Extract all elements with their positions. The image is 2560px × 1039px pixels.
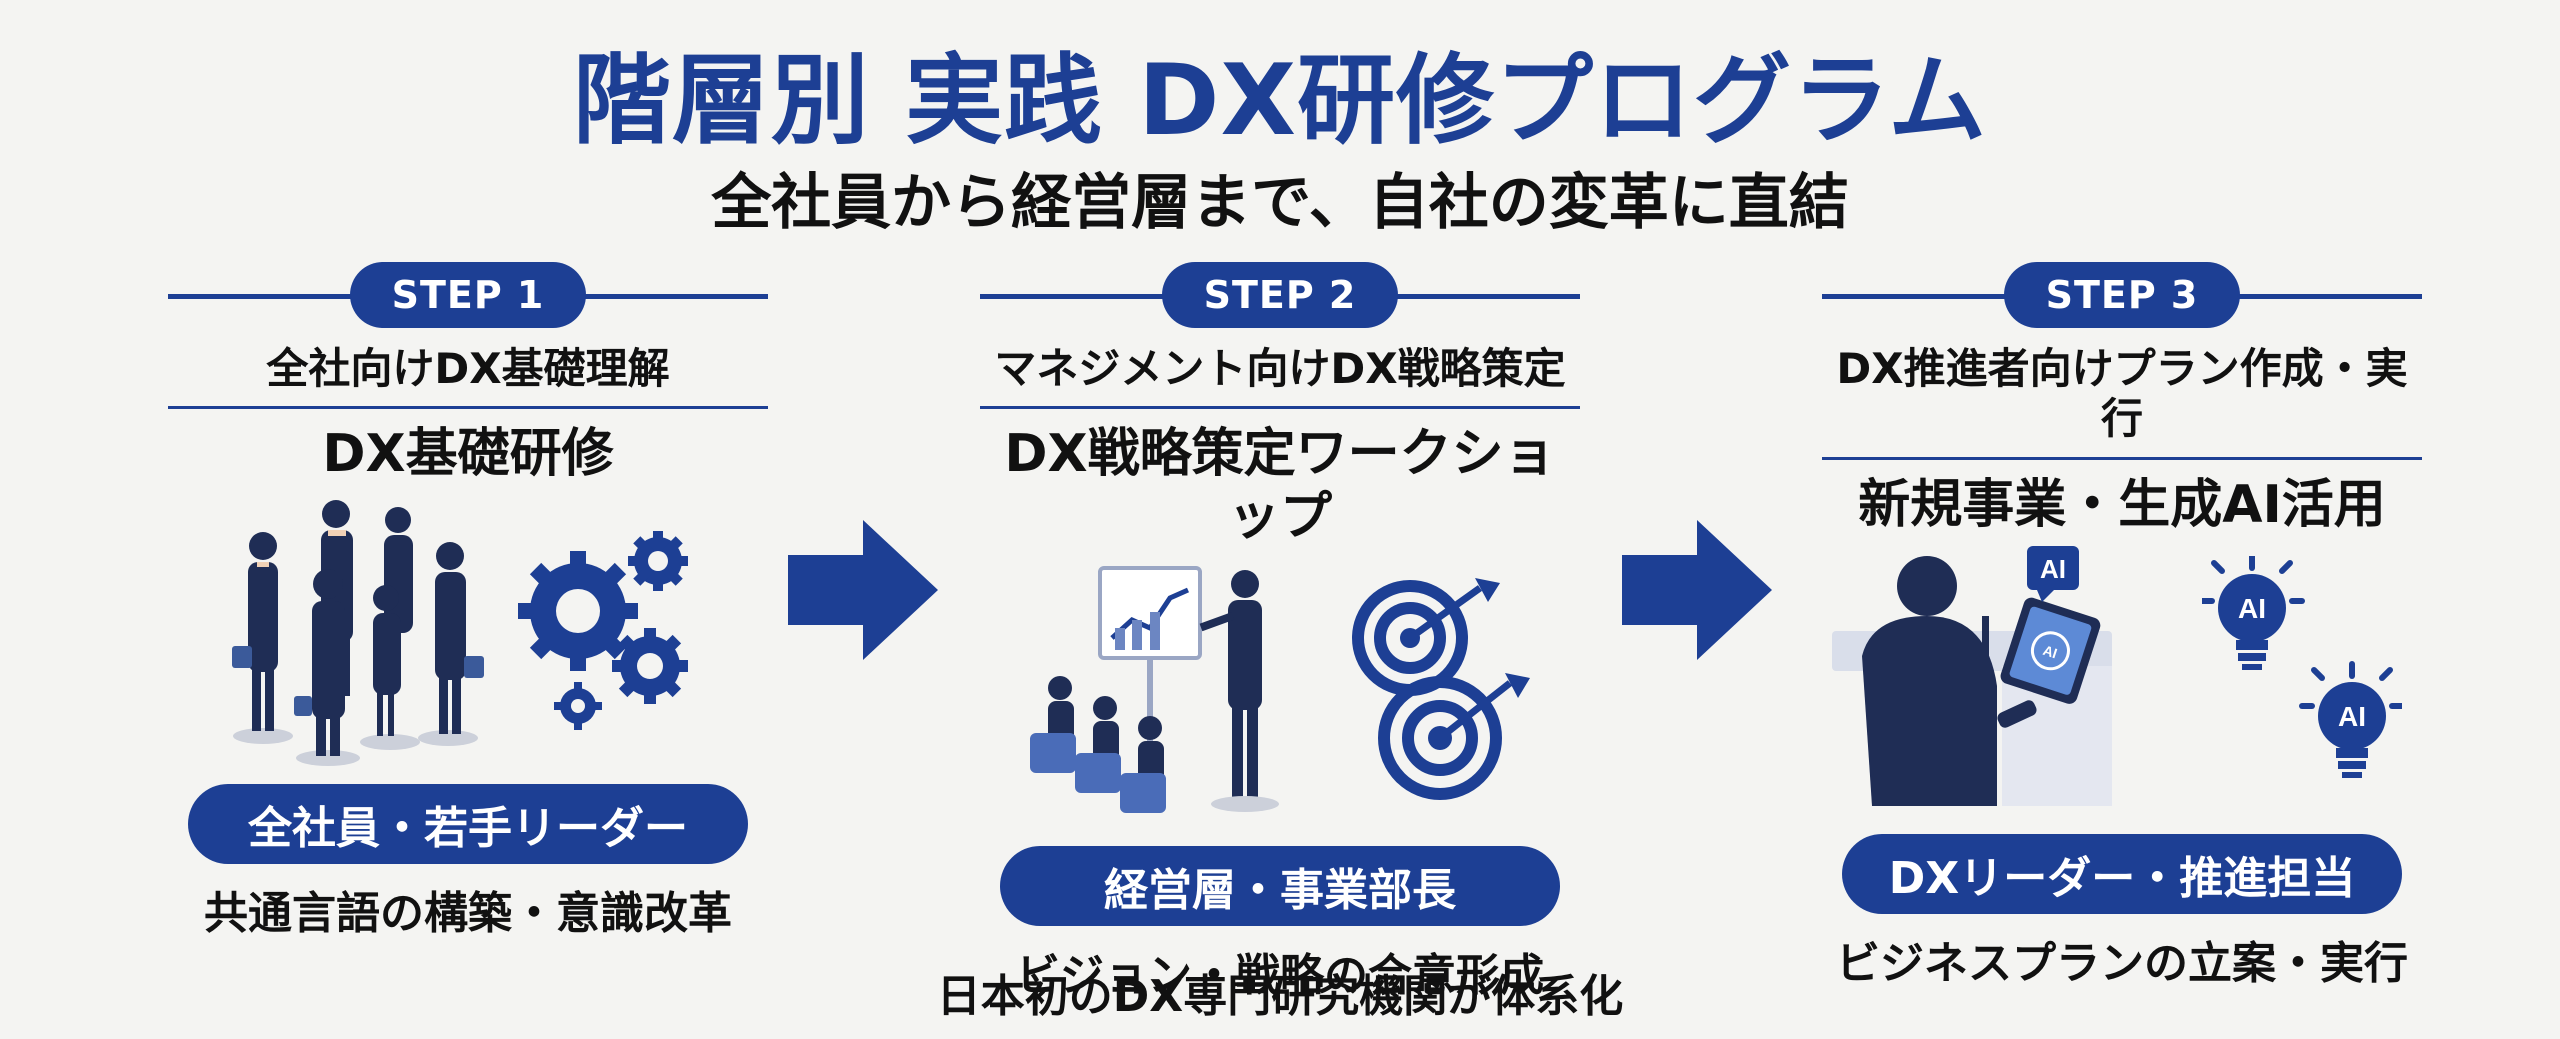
- step-illustration: [980, 558, 1580, 828]
- audience-pill: DXリーダー・推進担当: [1842, 834, 2402, 915]
- tablet-worker-icon: AI AI: [1832, 546, 2112, 807]
- step-outcome: ビジョン・戦略の合意形成: [1016, 950, 1544, 1002]
- step-1: STEP 1 全社向けDX基礎理解 DX基礎研修: [168, 262, 768, 941]
- step-outcome: ビジネスプランの立案・実行: [1836, 938, 2408, 990]
- right-arrow-icon: [1622, 520, 1772, 660]
- ai-label: AI: [2041, 642, 2059, 662]
- step-program: DX戦略策定ワークショップ: [1004, 424, 1556, 547]
- step-3: STEP 3 DX推進者向けプラン作成・実行 新規事業・生成AI活用 AI AI: [1822, 262, 2422, 991]
- step-illustration: [168, 496, 768, 766]
- ai-label: AI: [2040, 554, 2066, 584]
- ai-label: AI: [2238, 593, 2266, 624]
- step-outcome: 共通言語の構築・意識改革: [204, 887, 732, 939]
- audience-pill: 経営層・事業部長: [1000, 846, 1560, 927]
- page-subtitle: 全社員から経営層まで、自社の変革に直結: [711, 168, 1849, 238]
- ai-lightbulb-icon: AI AI: [2202, 556, 2402, 779]
- targets-icon: [1352, 578, 1530, 801]
- step-underline: [980, 406, 1580, 410]
- presentation-board-icon: [1030, 566, 1279, 814]
- step-target: マネジメント向けDX戦略策定: [994, 344, 1566, 393]
- step-program: DX基礎研修: [322, 424, 614, 485]
- step-underline: [1822, 456, 2422, 460]
- step-badge: STEP 2: [1162, 262, 1398, 328]
- step-badge: STEP 3: [2004, 262, 2240, 328]
- right-arrow-icon: [788, 520, 938, 660]
- businesspeople-group-icon: [232, 499, 484, 766]
- step-target: DX推進者向けプラン作成・実行: [1836, 344, 2408, 444]
- step-program: 新規事業・生成AI活用: [1858, 474, 2386, 535]
- page-title: 階層別 実践 DX研修プログラム: [572, 44, 1988, 158]
- ai-label: AI: [2338, 701, 2366, 732]
- step-2: STEP 2 マネジメント向けDX戦略策定 DX戦略策定ワークショップ: [980, 262, 1580, 1003]
- step-illustration: AI AI AI AI: [1822, 546, 2422, 816]
- gears-icon: [518, 530, 688, 730]
- audience-pill: 全社員・若手リーダー: [188, 783, 748, 864]
- step-underline: [168, 406, 768, 410]
- step-target: 全社向けDX基礎理解: [266, 344, 670, 393]
- footer-note: 日本初のDX専門研究機関が体系化: [936, 971, 1624, 1022]
- step-badge: STEP 1: [350, 262, 586, 328]
